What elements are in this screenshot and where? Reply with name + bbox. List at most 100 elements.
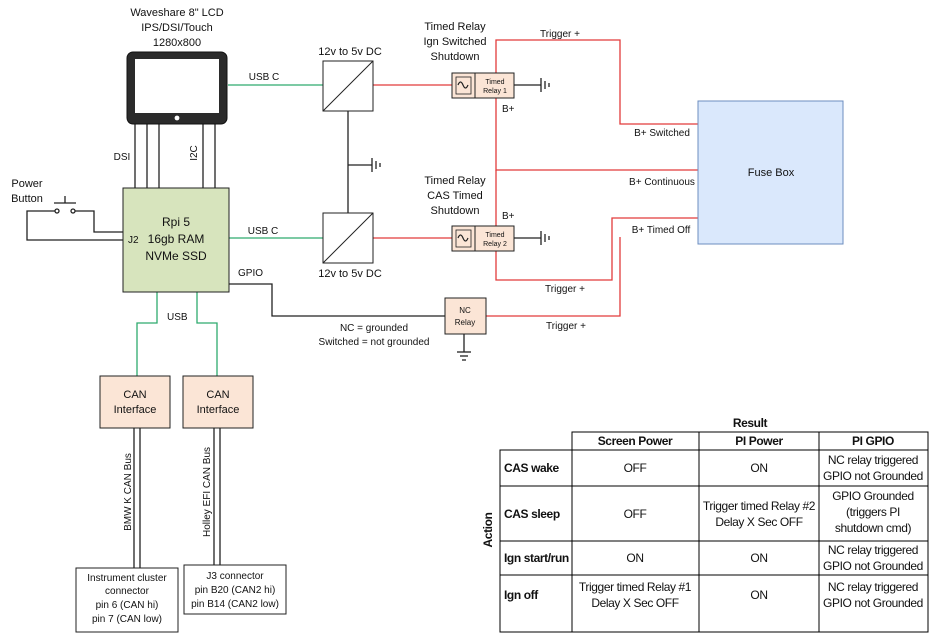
trigger-mid-label: Trigger + bbox=[545, 284, 585, 295]
trigger-low-label: Trigger + bbox=[546, 321, 586, 332]
conn1-line-4: pin 7 (CAN low) bbox=[92, 614, 162, 625]
row2-screen: OFF bbox=[624, 507, 647, 521]
conn1-line-2: connector bbox=[105, 586, 150, 597]
row2-action: CAS sleep bbox=[504, 507, 560, 521]
ground-icon bbox=[540, 231, 550, 245]
ground-icon bbox=[371, 158, 381, 172]
row1-pi: ON bbox=[750, 461, 767, 475]
row4-pi: ON bbox=[750, 588, 767, 602]
rpi-line-3: NVMe SSD bbox=[145, 249, 207, 263]
holley-bus-label: Holley EFI CAN Bus bbox=[202, 447, 213, 537]
power-button-label-1: Power bbox=[11, 178, 43, 190]
table-result-label: Result bbox=[733, 416, 768, 430]
row4-gpio-2: GPIO not Grounded bbox=[823, 596, 923, 610]
j2-label: J2 bbox=[128, 235, 139, 246]
can1-line-2: Interface bbox=[114, 404, 157, 416]
can2-line-1: CAN bbox=[206, 389, 229, 401]
conn1-line-1: Instrument cluster bbox=[87, 573, 167, 584]
screen-title-2: IPS/DSI/Touch bbox=[141, 22, 213, 34]
relay2-caption-1: Timed Relay bbox=[424, 175, 486, 187]
row1-screen: OFF bbox=[624, 461, 647, 475]
relay2-caption-2: CAS Timed bbox=[427, 190, 483, 202]
fuse-box bbox=[697, 100, 844, 245]
row4-screen-2: Delay X Sec OFF bbox=[591, 596, 678, 610]
nc-relay bbox=[444, 297, 487, 335]
bmw-bus-label: BMW K CAN Bus bbox=[123, 453, 134, 531]
row1-action: CAS wake bbox=[504, 461, 560, 475]
lcd-screen bbox=[126, 51, 228, 125]
table-header-pi: PI Power bbox=[735, 434, 783, 448]
rpi-line-2: 16gb RAM bbox=[148, 232, 205, 246]
usbc-bottom-label: USB C bbox=[248, 226, 279, 237]
relay1-caption-2: Ign Switched bbox=[424, 36, 487, 48]
i2c-label: I2C bbox=[189, 145, 200, 161]
row2-pi-1: Trigger timed Relay #2 bbox=[703, 499, 816, 513]
relay1-bplus: B+ bbox=[502, 104, 515, 115]
row2-pi-2: Delay X Sec OFF bbox=[715, 515, 802, 529]
conn2-line-1: J3 connector bbox=[206, 571, 264, 582]
row3-gpio-1: NC relay triggered bbox=[828, 543, 918, 557]
nc-note-2: Switched = not grounded bbox=[319, 337, 430, 348]
can-interface-1 bbox=[99, 375, 171, 429]
nc-relay-line-1: NC bbox=[459, 306, 471, 315]
table-header-screen: Screen Power bbox=[598, 434, 673, 448]
ground-icon bbox=[540, 78, 550, 92]
row4-gpio-1: NC relay triggered bbox=[828, 580, 918, 594]
can-interface-2 bbox=[182, 375, 254, 429]
dc-converter-bottom bbox=[322, 212, 374, 264]
usbc-top-label: USB C bbox=[249, 72, 280, 83]
usb-label: USB bbox=[167, 312, 188, 323]
conn2-line-2: pin B20 (CAN2 hi) bbox=[195, 585, 276, 596]
dark-wires bbox=[26, 84, 541, 568]
row3-screen: ON bbox=[626, 551, 643, 565]
screen-title-3: 1280x800 bbox=[153, 37, 201, 49]
row2-gpio-3: shutdown cmd) bbox=[835, 521, 912, 535]
table-action-label: Action bbox=[481, 512, 495, 547]
nc-note-1: NC = grounded bbox=[340, 323, 408, 334]
row4-action: Ign off bbox=[504, 588, 539, 602]
relay2-inner-1: Timed bbox=[485, 232, 504, 239]
converter-top-label: 12v to 5v DC bbox=[318, 46, 382, 58]
timed-relay-2 bbox=[451, 225, 515, 252]
nc-relay-line-2: Relay bbox=[455, 318, 475, 327]
ground-icon bbox=[457, 351, 471, 361]
dsi-label: DSI bbox=[114, 152, 131, 163]
conn2-line-3: pin B14 (CAN2 low) bbox=[191, 599, 279, 610]
row3-gpio-2: GPIO not Grounded bbox=[823, 559, 923, 573]
screen-title-1: Waveshare 8" LCD bbox=[130, 7, 223, 19]
red-wires bbox=[373, 39, 698, 317]
converter-bottom-label: 12v to 5v DC bbox=[318, 268, 382, 280]
conn1-line-3: pin 6 (CAN hi) bbox=[96, 600, 159, 611]
bplus-timed-off-label: B+ Timed Off bbox=[632, 225, 691, 236]
j3-connector bbox=[183, 564, 287, 615]
green-wires bbox=[136, 84, 323, 376]
relay2-inner-2: Relay 2 bbox=[483, 241, 507, 248]
instrument-cluster-connector bbox=[75, 567, 179, 633]
truth-table: Result Action Screen Power PI Power PI G… bbox=[481, 416, 929, 633]
power-button-switch bbox=[54, 196, 76, 214]
row2-gpio-1: GPIO Grounded bbox=[832, 489, 914, 503]
trigger-top-label: Trigger + bbox=[540, 29, 580, 40]
timed-relay-1 bbox=[451, 72, 515, 99]
fuse-box-label: Fuse Box bbox=[748, 167, 795, 179]
bplus-switched-label: B+ Switched bbox=[634, 128, 690, 139]
row1-gpio-2: GPIO not Grounded bbox=[823, 469, 923, 483]
relay1-caption-3: Shutdown bbox=[431, 51, 480, 63]
gpio-label: GPIO bbox=[238, 268, 263, 279]
row4-screen-1: Trigger timed Relay #1 bbox=[579, 580, 692, 594]
row3-pi: ON bbox=[750, 551, 767, 565]
relay1-caption-1: Timed Relay bbox=[424, 21, 486, 33]
rpi-board bbox=[122, 187, 230, 293]
rpi-line-1: Rpi 5 bbox=[162, 215, 190, 229]
dc-converter-top bbox=[322, 60, 374, 112]
row1-gpio-1: NC relay triggered bbox=[828, 453, 918, 467]
relay2-caption-3: Shutdown bbox=[431, 205, 480, 217]
row3-action: Ign start/run bbox=[504, 551, 569, 565]
row2-gpio-2: (triggers PI bbox=[846, 505, 900, 519]
relay1-inner-2: Relay 1 bbox=[483, 88, 507, 95]
relay1-inner-1: Timed bbox=[485, 79, 504, 86]
can1-line-1: CAN bbox=[123, 389, 146, 401]
relay2-bplus: B+ bbox=[502, 211, 515, 222]
power-button-label-2: Button bbox=[11, 193, 43, 205]
